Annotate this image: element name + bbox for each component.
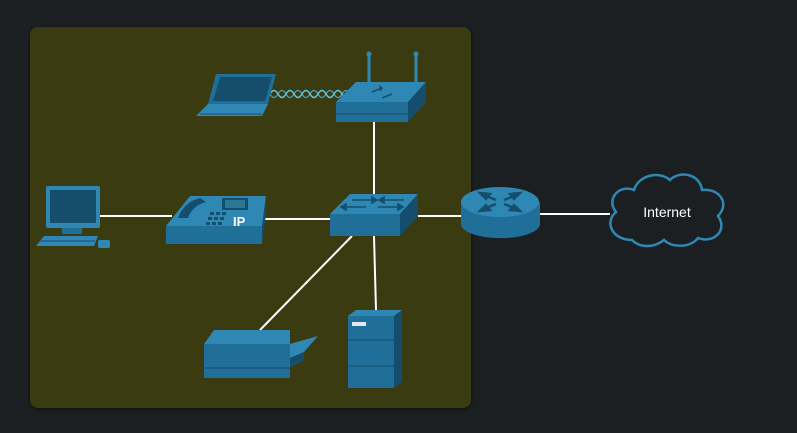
internet-label: Internet [643,204,691,220]
wireless-router-icon[interactable] [336,51,426,123]
wireless-link-2 [269,89,351,99]
link-switch-server [373,235,377,311]
desktop-computer-icon[interactable] [36,186,110,248]
switch-icon[interactable] [330,194,418,236]
ip-phone-icon[interactable]: IP [166,196,266,244]
server-icon[interactable] [348,310,402,388]
links [100,122,610,331]
router-icon[interactable] [461,187,540,239]
cloud-icon[interactable]: Internet [609,173,725,248]
link-switch-printer [259,235,353,331]
printer-icon[interactable] [204,330,318,378]
laptop-icon[interactable] [196,74,276,116]
ip-phone-label: IP [233,214,246,229]
